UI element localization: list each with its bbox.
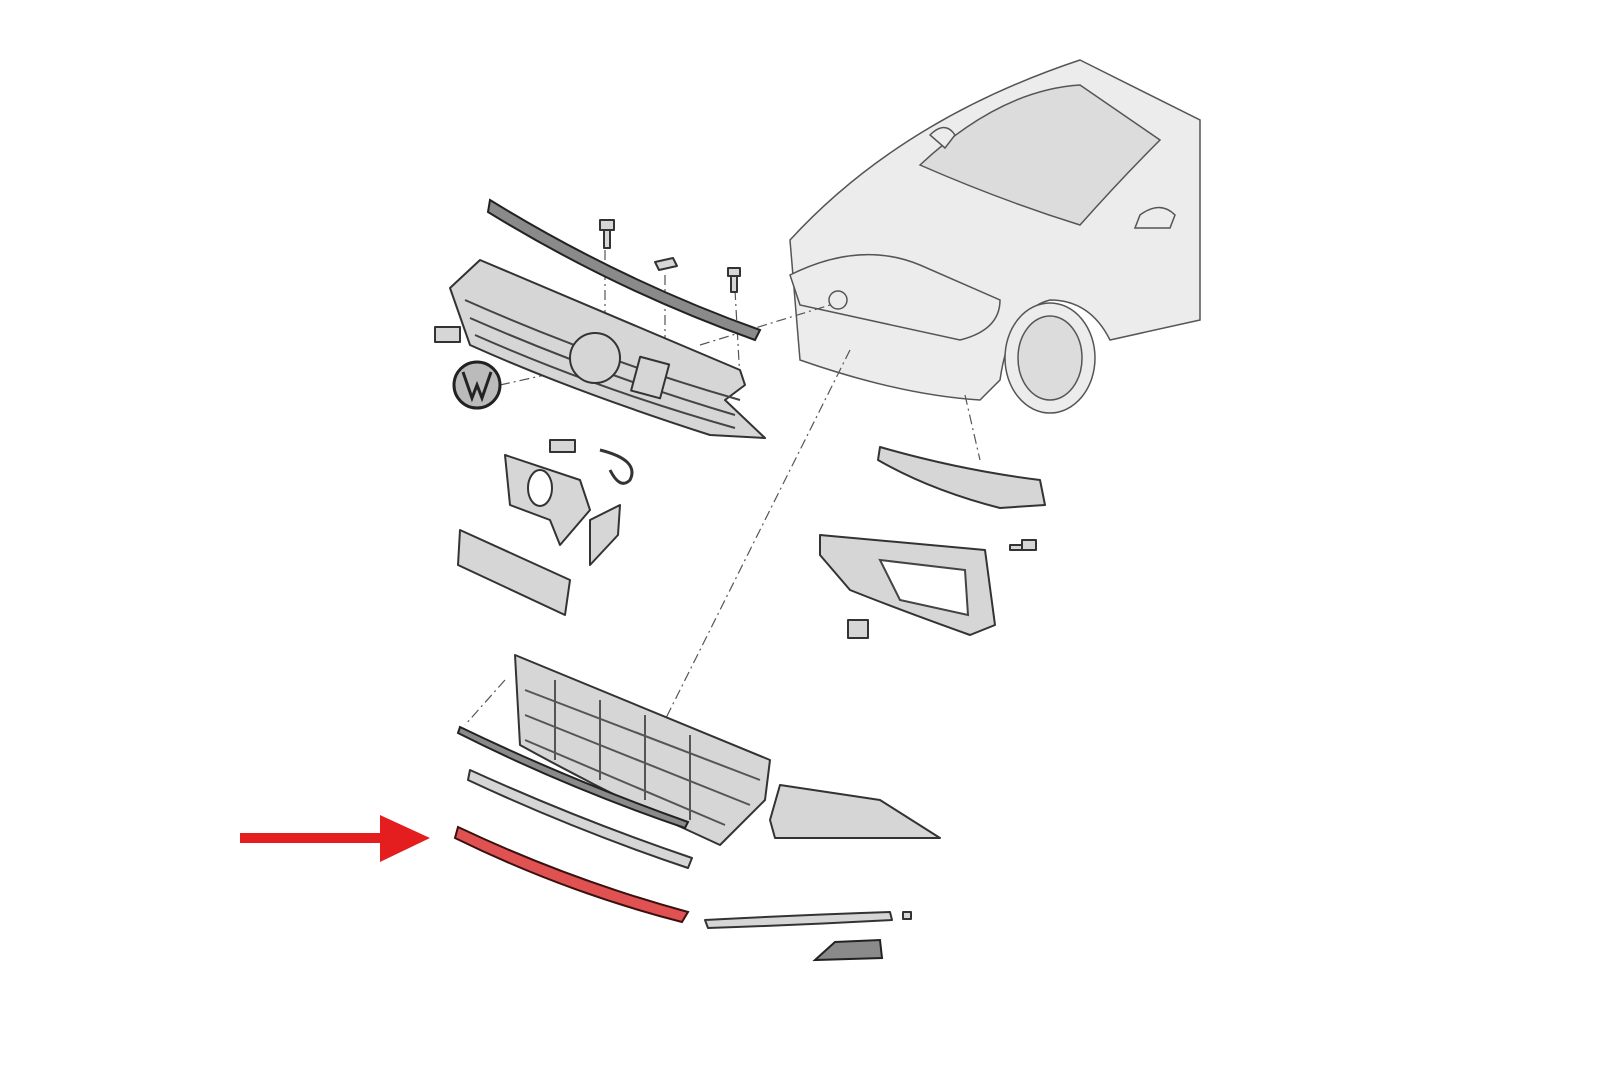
car-front-view (789, 59, 1201, 414)
lower-strip-2 (467, 769, 693, 869)
screws (434, 219, 1037, 639)
right-side-trim (877, 446, 1046, 509)
lower-strip-1 (456, 725, 690, 830)
grille-emblem-mount (569, 332, 621, 384)
upper-trim-strip (486, 198, 762, 342)
chrome-trim-strip (704, 911, 893, 929)
red-arrow-icon (240, 815, 430, 862)
mirror (1133, 206, 1176, 229)
car-emblem (828, 290, 848, 310)
license-plate-holder (457, 529, 571, 616)
lower-side-trim (769, 784, 941, 839)
corner-cap (812, 938, 884, 962)
vw-emblem-icon (452, 360, 502, 410)
highlighted-trim-strip (453, 825, 690, 924)
